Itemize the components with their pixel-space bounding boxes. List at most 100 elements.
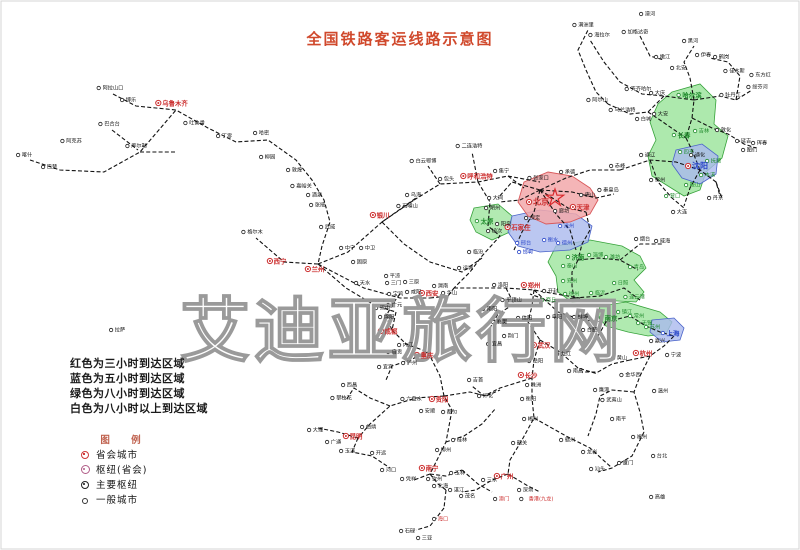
city-label: 敦煌 (291, 167, 303, 174)
city-label: 天津 (576, 203, 590, 212)
city-nodes (15, 11, 756, 541)
city-node-marker (624, 86, 629, 92)
city-node-marker (578, 192, 584, 198)
city-node-marker (306, 427, 312, 433)
city-node-marker (526, 358, 532, 364)
city-node-marker (458, 493, 464, 499)
city-node-marker (677, 149, 683, 155)
city-label: 安顺 (424, 408, 436, 415)
city-node-marker (383, 273, 389, 279)
city-node-marker (597, 187, 602, 193)
city-node-marker (664, 352, 670, 358)
city-node-marker (541, 288, 547, 294)
city-label: 泰山 (566, 263, 578, 270)
city-node-marker (500, 297, 505, 303)
city-node-marker (359, 424, 365, 430)
city-label: 赤峰 (614, 163, 626, 170)
city-node-marker (369, 450, 375, 456)
city-node-marker (569, 203, 577, 211)
city-label: 绥芬河 (752, 84, 768, 91)
city-label: 平凉 (389, 273, 401, 280)
city-label: 天水 (359, 280, 371, 287)
major-hub-marker (78, 474, 92, 493)
city-label: 杭州 (639, 349, 653, 358)
city-node-marker (586, 97, 591, 103)
city-node-marker (340, 382, 346, 388)
city-node-marker (610, 355, 616, 361)
city-node-marker (404, 192, 410, 198)
city-label: 株洲 (530, 382, 542, 389)
arrival-zone-legend-line: 蓝色为五小时到达区域 (70, 372, 185, 385)
city-node-marker (698, 172, 704, 178)
city-label: 怀化 (482, 393, 494, 400)
city-node-marker (712, 54, 718, 60)
city-label: 洛阳 (497, 282, 509, 289)
city-node-marker (376, 364, 382, 370)
city-label: 三门 (390, 280, 402, 287)
city-label: 宁波 (670, 352, 682, 359)
city-label: 大同 (492, 195, 504, 202)
city-label: 运城 (462, 265, 474, 272)
city-label: 武汉 (537, 341, 551, 350)
city-label: 中卫 (364, 245, 376, 252)
city-node-marker (653, 238, 659, 244)
city-label: 大安 (657, 111, 669, 118)
city-node-marker (719, 92, 724, 98)
city-node-marker (746, 84, 751, 90)
city-node-marker (545, 314, 551, 320)
city-node-marker (447, 487, 453, 493)
city-node-marker (448, 470, 454, 476)
city-node-marker (386, 291, 392, 297)
city-label: 衡阳 (525, 396, 537, 403)
city-node-marker (385, 349, 391, 355)
city-label: 包头 (443, 176, 455, 183)
city-label: 邯郸 (522, 249, 534, 256)
city-label: 沧州 (563, 223, 575, 230)
city-node-marker (627, 313, 633, 319)
city-node-marker (554, 351, 560, 357)
city-node-marker (541, 237, 547, 243)
city-node-marker (492, 168, 498, 174)
city-node-marker (493, 472, 500, 480)
city-node-marker (634, 116, 640, 122)
city-label: 南京 (604, 314, 618, 323)
city-label: 乌海 (410, 192, 422, 199)
city-label: 开远 (375, 450, 387, 457)
city-label: 华山 (446, 290, 458, 297)
city-node-marker (651, 388, 657, 394)
city-label: 保定 (529, 215, 541, 222)
city-node-marker (369, 211, 376, 219)
city-node-marker (681, 38, 687, 44)
city-node-marker (413, 351, 420, 359)
city-node-marker (635, 320, 641, 326)
city-label: 营口 (669, 193, 681, 200)
city-node-marker (492, 496, 498, 502)
city-label: 榆次 (491, 228, 503, 235)
city-node-marker (588, 290, 594, 296)
city-label: 敦化 (720, 127, 732, 134)
city-label: 郑州 (527, 281, 541, 290)
city-node-marker (571, 314, 577, 320)
city-node-marker (96, 85, 101, 91)
city-label: 厦门 (622, 460, 634, 467)
city-node-marker (524, 382, 530, 388)
city-label: 三原 (408, 279, 420, 286)
railway-lines (29, 29, 757, 531)
city-label: 三亚 (421, 535, 433, 542)
city-label: 张掖 (314, 202, 326, 209)
city-label: 南昌 (572, 368, 584, 375)
city-label: 哈尔滨 (682, 91, 702, 100)
city-label: 凭祥 (405, 476, 417, 483)
city-label: 苏州 (649, 324, 661, 331)
city-label: 泸州 (406, 360, 418, 367)
city-node-marker (285, 167, 291, 173)
city-node-marker (290, 183, 295, 189)
city-label: 商丘 (545, 297, 557, 304)
city-node-marker (566, 368, 572, 374)
city-label: 广元 (391, 302, 403, 309)
city-node-marker (749, 72, 754, 78)
city-node-marker (342, 432, 349, 440)
city-label: 图们 (746, 147, 758, 154)
city-node-marker (440, 290, 446, 296)
